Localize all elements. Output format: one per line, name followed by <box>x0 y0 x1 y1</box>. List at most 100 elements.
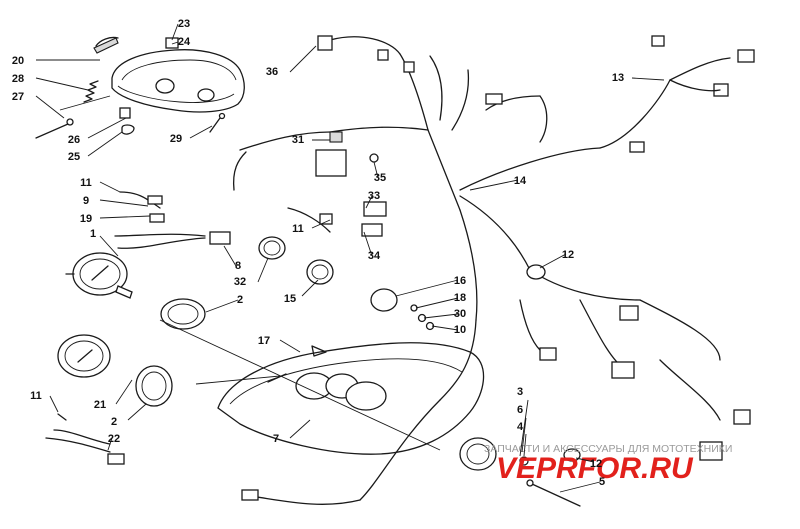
callout-number: 30 <box>454 308 466 320</box>
leader-line <box>87 117 127 139</box>
watermark-tagline: ЗАПЧАСТИ И АКСЕССУАРЫ ДЛЯ МОТОТЕХНИКИ <box>484 443 732 455</box>
leader-line <box>423 313 459 319</box>
callout-32: 32 <box>234 257 269 288</box>
leader-line <box>365 195 373 209</box>
leader-line <box>469 179 519 191</box>
leader-line <box>289 419 311 439</box>
callout-6: 6 <box>517 404 527 453</box>
leader-line <box>431 325 459 331</box>
leader-line <box>35 95 65 119</box>
leader-line <box>289 45 317 73</box>
leader-line <box>87 131 123 157</box>
callout-4: 4 <box>517 421 527 457</box>
leader-line <box>301 279 319 297</box>
leader-line <box>311 219 331 229</box>
callout-number: 1 <box>90 228 96 240</box>
callout-11: 11 <box>80 177 121 193</box>
callout-number: 20 <box>12 55 24 67</box>
callout-28: 28 <box>12 73 89 91</box>
leader-line <box>99 235 119 257</box>
callout-11: 11 <box>30 390 59 413</box>
callout-number: 13 <box>612 72 624 84</box>
leader-line <box>523 433 527 457</box>
callout-1: 1 <box>90 228 119 257</box>
leader-line <box>189 125 213 139</box>
callout-2: 2 <box>111 403 147 428</box>
callout-2: 2 <box>205 294 243 313</box>
callout-13: 13 <box>612 72 665 84</box>
callout-number: 34 <box>368 250 381 262</box>
callout-number: 29 <box>170 133 182 145</box>
callout-number: 3 <box>517 386 523 398</box>
callout-number: 23 <box>178 18 190 30</box>
leader-line <box>521 417 527 453</box>
leader-line <box>395 279 459 297</box>
headlight-assembly <box>35 36 245 139</box>
leader-line <box>115 379 133 405</box>
callout-number: 11 <box>292 223 304 235</box>
callout-number: 10 <box>454 324 466 336</box>
callout-18: 18 <box>415 292 466 309</box>
callout-10: 10 <box>431 324 466 336</box>
callout-number: 28 <box>12 73 24 85</box>
leader-line <box>171 23 179 41</box>
callout-number: 21 <box>94 399 106 411</box>
callout-number: 11 <box>80 177 92 189</box>
callout-number: 32 <box>234 276 246 288</box>
callout-24: 24 <box>171 36 191 48</box>
callout-number: 14 <box>514 175 527 187</box>
leader-line <box>415 297 459 309</box>
callout-number: 11 <box>30 390 42 402</box>
callout-20: 20 <box>12 55 100 67</box>
callout-16: 16 <box>395 275 466 297</box>
callout-number: 8 <box>235 260 241 272</box>
right-gauge-group <box>459 437 581 507</box>
callout-number: 7 <box>273 433 279 445</box>
leader-line <box>99 181 121 193</box>
leader-line <box>35 77 89 91</box>
callout-8: 8 <box>223 245 241 272</box>
callout-33: 33 <box>365 190 380 209</box>
leader-line <box>373 161 379 179</box>
callout-36: 36 <box>266 45 317 78</box>
callout-number: 5 <box>599 476 605 488</box>
speedometer-group <box>65 191 231 330</box>
dash-panel <box>217 342 485 455</box>
callout-number: 24 <box>178 36 191 48</box>
callout-number: 2 <box>111 416 117 428</box>
leader-line <box>49 395 59 413</box>
callout-number: 19 <box>80 213 92 225</box>
indicator-gauge-group <box>258 201 387 285</box>
callout-12: 12 <box>575 457 602 470</box>
leader-line <box>519 399 529 457</box>
leader-line <box>257 257 269 283</box>
watermark: ЗАПЧАСТИ И АКСЕССУАРЫ ДЛЯ МОТОТЕХНИКИ VE… <box>484 443 732 485</box>
callout-15: 15 <box>284 279 319 305</box>
callout-22: 22 <box>107 433 120 451</box>
callout-number: 35 <box>374 172 386 184</box>
callout-30: 30 <box>423 308 466 320</box>
callout-layer: 20 28 2 7 23 24 26 2 5 29 36 31 35 11 9 19 1 33 11 34 8 3 22 15… <box>12 18 665 493</box>
callout-number: 6 <box>517 404 523 416</box>
callout-number: 26 <box>68 134 80 146</box>
callout-number: 22 <box>108 433 120 445</box>
leader-line <box>223 245 237 267</box>
callout-number: 36 <box>266 66 278 78</box>
callout-number: 16 <box>454 275 466 287</box>
callout-number: 12 <box>562 249 574 261</box>
callout-14: 14 <box>469 175 527 191</box>
callout-19: 19 <box>80 213 151 225</box>
leader-line <box>171 41 179 45</box>
leader-line <box>575 457 595 463</box>
callout-35: 35 <box>373 161 386 184</box>
callout-number: 2 <box>237 294 243 306</box>
callout-number: 17 <box>258 335 270 347</box>
callout-29: 29 <box>170 125 213 145</box>
callout-31: 31 <box>292 134 330 146</box>
callout-9: 9 <box>83 195 149 207</box>
leader-line <box>99 215 151 219</box>
callout-number: 4 <box>517 421 524 433</box>
watermark-brand: VEPRFOR.RU <box>496 452 694 485</box>
